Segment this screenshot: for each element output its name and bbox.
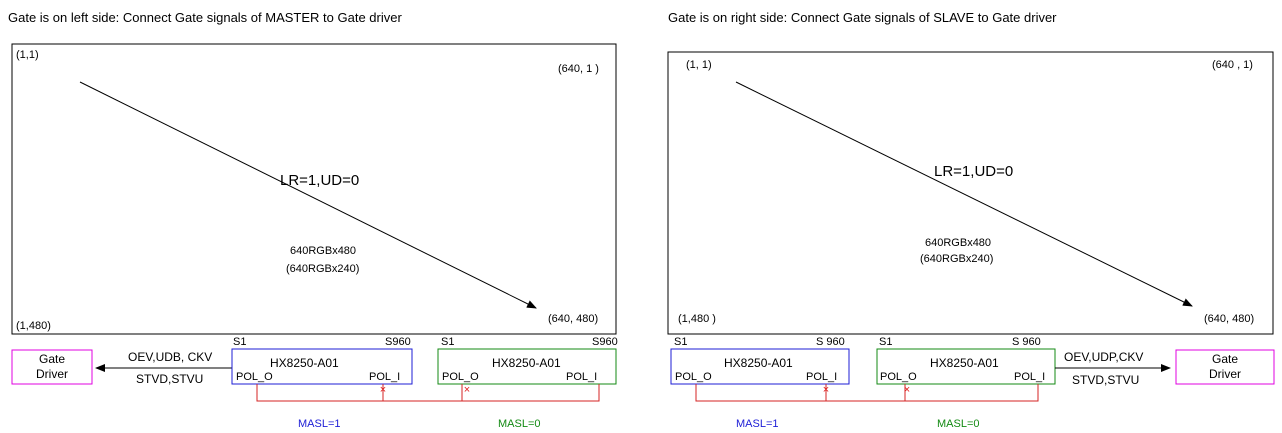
- right-title: Gate is on right side: Connect Gate sign…: [668, 10, 1057, 25]
- right-panel: Gate is on right side: Connect Gate sign…: [667, 10, 1275, 430]
- left-title: Gate is on left side: Connect Gate signa…: [8, 10, 402, 25]
- left-chip2-box: [437, 348, 617, 385]
- right-scan-label: LR=1,UD=0: [934, 163, 1013, 180]
- right-gate-driver-line1: Gate: [1212, 352, 1238, 366]
- right-resolution: 640RGBx480: [925, 237, 991, 249]
- right-display-area: [667, 51, 1274, 335]
- left-corner-tl: (1,1): [16, 49, 39, 61]
- right-chip2-box: [876, 348, 1056, 385]
- left-display-area: [11, 43, 617, 335]
- left-x-mark-2: ×: [464, 384, 470, 396]
- left-chip2-name: HX8250-A01: [492, 356, 561, 370]
- left-signals-top: OEV,UDB, CKV: [128, 350, 212, 364]
- left-chip1-s-start: S1: [233, 336, 246, 348]
- left-scan-arrow: [79, 81, 537, 309]
- right-x-mark-2: ×: [904, 384, 910, 396]
- left-chip2-s-end: S960: [592, 336, 618, 348]
- left-gate-driver-box: [11, 349, 93, 385]
- left-signals-bottom: STVD,STVU: [136, 372, 203, 386]
- left-chip2-pin-in: POL_I: [566, 371, 597, 383]
- left-cascade-line: [256, 384, 600, 402]
- left-chip2-masl: MASL=0: [498, 418, 541, 430]
- right-gate-driver-box: [1175, 349, 1275, 385]
- right-chip1-pin-in: POL_I: [806, 371, 837, 383]
- left-chip2-s-start: S1: [441, 336, 454, 348]
- right-chip1-pin-out: POL_O: [675, 371, 712, 383]
- left-chip2-pin-out: POL_O: [442, 371, 479, 383]
- right-signals-bottom: STVD,STVU: [1072, 373, 1139, 387]
- right-cascade-line: [695, 384, 1039, 402]
- right-chip1-name: HX8250-A01: [724, 356, 793, 370]
- left-chip1-pin-in: POL_I: [369, 371, 400, 383]
- right-x-mark-1: ×: [823, 384, 829, 396]
- right-resolution-alt: (640RGBx240): [920, 253, 993, 265]
- left-gate-driver-line1: Gate: [39, 352, 65, 366]
- left-corner-bl: (1,480): [16, 320, 51, 332]
- left-chip1-pin-out: POL_O: [236, 371, 273, 383]
- right-scan-arrow: [735, 81, 1193, 307]
- right-chip2-name: HX8250-A01: [930, 356, 999, 370]
- left-corner-br: (640, 480): [548, 313, 598, 325]
- right-chip1-masl: MASL=1: [736, 418, 779, 430]
- right-gate-driver-line2: Driver: [1209, 367, 1241, 381]
- left-gate-driver-line2: Driver: [36, 367, 68, 381]
- left-chip1-masl: MASL=1: [298, 418, 341, 430]
- left-scan-label: LR=1,UD=0: [280, 172, 359, 189]
- right-corner-br: (640, 480): [1204, 313, 1254, 325]
- right-chip2-masl: MASL=0: [937, 418, 980, 430]
- right-chip1-s-end: S 960: [816, 336, 845, 348]
- left-corner-tr: (640, 1 ): [558, 63, 599, 75]
- left-chip1-box: [231, 348, 413, 385]
- left-chip1-name: HX8250-A01: [270, 356, 339, 370]
- right-chip2-s-end: S 960: [1012, 336, 1041, 348]
- right-signals-top: OEV,UDP,CKV: [1064, 350, 1143, 364]
- left-panel: Gate is on left side: Connect Gate signa…: [8, 10, 618, 430]
- left-chip1-s-end: S960: [385, 336, 411, 348]
- right-corner-bl: (1,480 ): [678, 313, 716, 325]
- right-chip2-s-start: S1: [879, 336, 892, 348]
- right-chip2-pin-out: POL_O: [880, 371, 917, 383]
- left-x-mark-1: ×: [380, 384, 386, 396]
- left-resolution-alt: (640RGBx240): [286, 263, 359, 275]
- right-chip1-box: [670, 348, 850, 385]
- left-resolution: 640RGBx480: [290, 245, 356, 257]
- right-corner-tr: (640 , 1): [1212, 59, 1253, 71]
- right-chip2-pin-in: POL_I: [1014, 371, 1045, 383]
- right-corner-tl: (1, 1): [686, 59, 712, 71]
- right-chip1-s-start: S1: [674, 336, 687, 348]
